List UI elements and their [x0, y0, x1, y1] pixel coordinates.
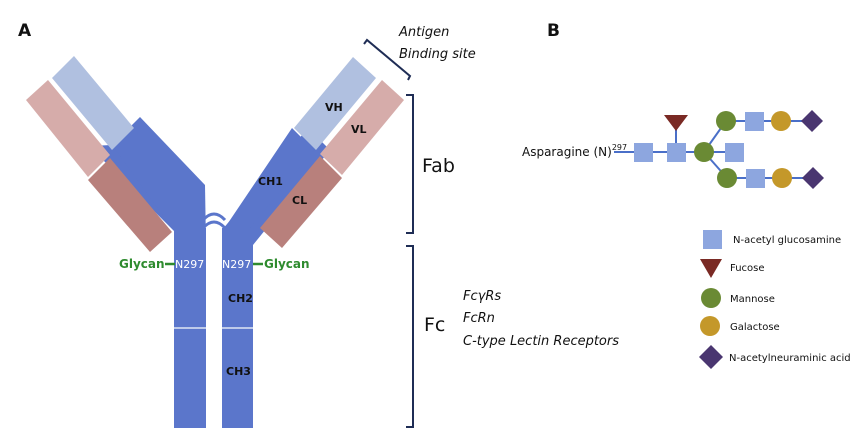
glcnac-bisecting [725, 143, 744, 162]
galactose-upper [771, 111, 791, 131]
right-vh-domain [294, 57, 376, 150]
glcnac-core-2 [667, 143, 686, 162]
fc-receptor-1: FcγRs [463, 289, 501, 304]
asparagine-label: Asparagine (N)297 [522, 143, 627, 159]
legend-glcnac-icon [703, 230, 722, 249]
legend-label-mannose: Mannose [730, 294, 775, 305]
mannose-core [694, 142, 714, 162]
mannose-lower [717, 168, 737, 188]
right-glycan-label: Glycan [264, 257, 310, 271]
legend-label-neu5ac: N-acetylneuraminic acid [729, 353, 851, 364]
asparagine-superscript: 297 [612, 143, 627, 152]
fc-bracket [406, 245, 414, 428]
legend-fucose-icon [700, 259, 722, 278]
ch3-label: CH3 [226, 365, 251, 378]
left-cl-domain [88, 158, 172, 252]
left-vl-domain [26, 80, 110, 177]
glcnac-lower [746, 169, 765, 188]
left-n297-label: N297 [175, 258, 204, 271]
left-glycan-label: Glycan [119, 257, 165, 271]
galactose-lower [772, 168, 792, 188]
glycan-tags: Glycan Glycan [119, 257, 310, 271]
antigen-binding-bracket [363, 38, 412, 81]
glycan-structure: Asparagine (N)297 [522, 110, 824, 189]
legend: N-acetyl glucosamine Fucose Mannose Gala… [699, 230, 851, 369]
mannose-upper [716, 111, 736, 131]
hinge-disulfide-bond-1 [201, 212, 227, 222]
fc-label: Fc [424, 314, 445, 336]
fc-region: N297 N297 CH2 CH3 [174, 212, 253, 428]
vl-label: VL [351, 123, 367, 136]
right-vl-domain [320, 80, 404, 175]
legend-galactose-icon [700, 316, 720, 336]
panel-label-b: B [547, 21, 560, 41]
fc-receptor-3: C-type Lectin Receptors [463, 334, 619, 349]
asparagine-text: Asparagine (N) [522, 145, 612, 159]
legend-label-glcnac: N-acetyl glucosamine [733, 235, 841, 246]
neu5ac-upper [801, 110, 823, 132]
legend-mannose-icon [701, 288, 721, 308]
neu5ac-lower [802, 167, 824, 189]
ch2-label: CH2 [228, 292, 253, 305]
fucose-core [664, 115, 688, 131]
left-ch1-domain-fill [112, 117, 206, 245]
glcnac-core-1 [634, 143, 653, 162]
cl-label: CL [292, 194, 307, 207]
fab-label: Fab [422, 155, 455, 177]
glcnac-upper [745, 112, 764, 131]
antigen-label-line2: Binding site [399, 47, 476, 62]
legend-neu5ac-icon [699, 345, 723, 369]
legend-label-fucose: Fucose [730, 263, 765, 274]
right-n297-label: N297 [222, 258, 251, 271]
vh-label: VH [325, 101, 343, 114]
panel-label-a: A [18, 21, 32, 41]
fab-bracket [406, 94, 414, 234]
right-cl-domain [260, 156, 342, 248]
legend-label-galactose: Galactose [730, 322, 780, 333]
antigen-label-line1: Antigen [398, 25, 449, 40]
left-vh-domain [52, 56, 134, 150]
hinge-disulfide-bond-2 [201, 220, 227, 230]
ch1-label: CH1 [258, 175, 283, 188]
right-fab-arm: VH VL CL CH1 [222, 57, 404, 262]
right-ch1-domain-fill [222, 128, 314, 245]
fc-receptor-2: FcRn [463, 311, 495, 326]
